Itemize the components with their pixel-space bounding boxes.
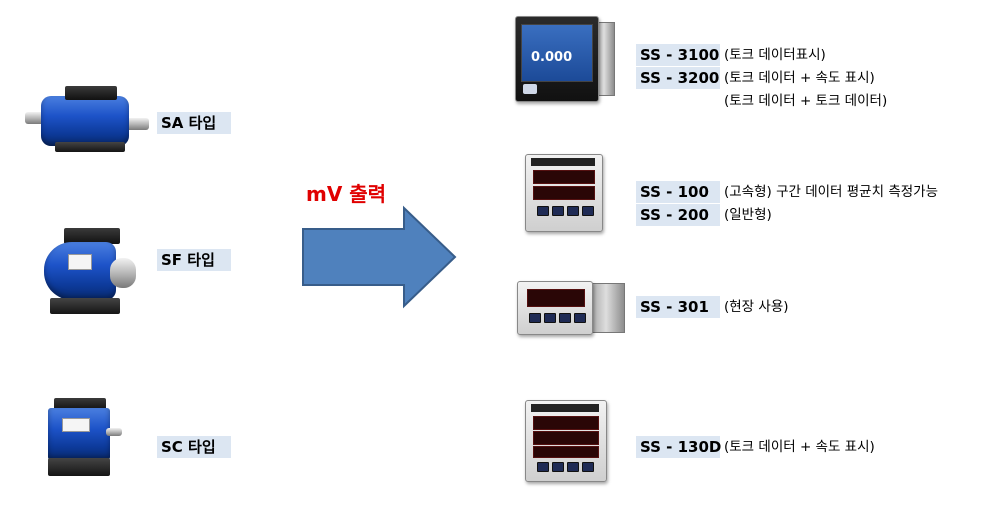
- ss-3200-description-extra: (토크 데이터 + 토크 데이터): [724, 93, 888, 109]
- ss-100-indicator-image: [525, 154, 605, 234]
- ss-100-model-label: SS - 100: [636, 181, 720, 203]
- sc-type-label: SC 타입: [157, 436, 231, 458]
- ss-3200-model-label: SS - 3200: [636, 67, 720, 89]
- sc-sensor-image: [40, 398, 125, 480]
- ss-130d-description: (토크 데이터 + 속도 표시): [724, 439, 875, 455]
- ss-130d-indicator-image: [525, 400, 609, 484]
- ss-200-model-label: SS - 200: [636, 204, 720, 226]
- ss-100-description: (고속형) 구간 데이터 평균치 측정가능: [724, 184, 938, 200]
- sf-sensor-image: [38, 228, 138, 318]
- ss-3100-description: (토크 데이터표시): [724, 47, 826, 63]
- sa-sensor-image: [25, 86, 150, 158]
- sa-type-label: SA 타입: [157, 112, 231, 134]
- sf-type-label: SF 타입: [157, 249, 231, 271]
- ss-301-description: (현장 사용): [724, 299, 789, 315]
- mv-output-label: mV 출력: [306, 182, 387, 206]
- ss-3200-description: (토크 데이터 + 속도 표시): [724, 70, 875, 86]
- ss-200-description: (일반형): [724, 207, 772, 223]
- right-arrow-icon: [302, 205, 457, 309]
- ss-301-model-label: SS - 301: [636, 296, 720, 318]
- ss-3100-model-label: SS - 3100: [636, 44, 720, 66]
- ss-301-indicator-image: [517, 281, 625, 337]
- ss-3100-indicator-image: 0.000: [515, 16, 615, 102]
- touch-screen-value: 0.000: [531, 50, 573, 65]
- ss-130d-model-label: SS - 130D: [636, 436, 721, 458]
